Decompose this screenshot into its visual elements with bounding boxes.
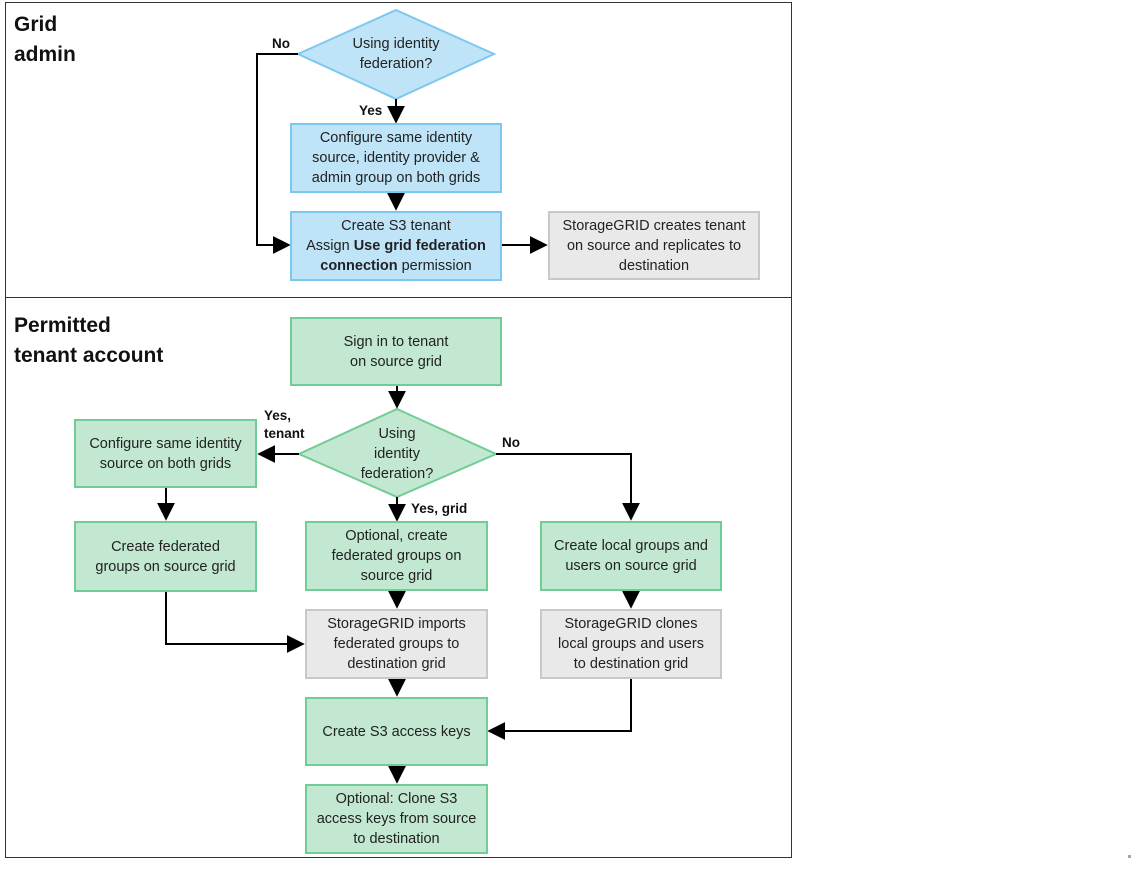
corner-dot [1128, 855, 1131, 858]
arrow-l2-to-m2 [165, 592, 305, 653]
configure-identity-source-box: Configure same identity source on both g… [74, 419, 257, 488]
create-s3-tenant-text: Create S3 tenant Assign Use grid federat… [306, 216, 486, 276]
decision-tenant-text: Using identity federation? [360, 426, 434, 482]
sign-in-tenant-box: Sign in to tenant on source grid [290, 317, 502, 386]
label-yes-grid: Yes, grid [411, 501, 468, 516]
create-tenant-line: Create S3 tenant [341, 218, 451, 234]
optional-federated-groups-text: Optional, create federated groups on sou… [331, 528, 462, 584]
create-s3-access-keys-text: Create S3 access keys [322, 723, 471, 740]
section-title-grid-admin: Grid admin [14, 13, 76, 66]
create-local-groups-box: Create local groups and users on source … [540, 521, 722, 591]
arrow-d2-to-r1 [496, 453, 640, 521]
create-federated-groups-text: Create federated groups on source grid [95, 538, 236, 575]
label-no-mid: No [502, 435, 520, 450]
storagegrid-creates-tenant-box: StorageGRID creates tenant on source and… [548, 211, 760, 280]
clone-s3-access-keys-box: Optional: Clone S3 access keys from sour… [305, 784, 488, 854]
storagegrid-imports-box: StorageGRID imports federated groups to … [305, 609, 488, 679]
decision-admin-text: Using identity federation? [352, 36, 440, 72]
configure-identity-source-text: Configure same identity source on both g… [89, 435, 242, 472]
permission-text: permission [397, 258, 472, 274]
configure-identity-box: Configure same identity source, identity… [290, 123, 502, 193]
storagegrid-clones-text: StorageGRID clones local groups and user… [558, 616, 704, 672]
arrow-r2-to-k1 [487, 679, 632, 740]
label-no-top: No [272, 36, 290, 51]
sign-in-tenant-text: Sign in to tenant on source grid [343, 333, 449, 370]
assign-text: Assign [306, 238, 354, 254]
create-s3-tenant-box: Create S3 tenant Assign Use grid federat… [290, 211, 502, 281]
permission-bold-2: connection [320, 258, 398, 274]
create-s3-access-keys-box: Create S3 access keys [305, 697, 488, 766]
storagegrid-creates-tenant-text: StorageGRID creates tenant on source and… [562, 217, 746, 274]
create-federated-groups-box: Create federated groups on source grid [74, 521, 257, 592]
clone-s3-access-keys-text: Optional: Clone S3 access keys from sour… [316, 791, 477, 847]
optional-federated-groups-box: Optional, create federated groups on sou… [305, 521, 488, 591]
section-title-tenant: Permitted tenant account [14, 314, 164, 367]
section-divider [5, 297, 792, 298]
diagram-frame [5, 2, 792, 858]
arrow-no-bypass [256, 53, 298, 254]
configure-identity-text: Configure same identity source, identity… [311, 130, 481, 186]
label-yes-top: Yes [359, 103, 383, 118]
storagegrid-imports-text: StorageGRID imports federated groups to … [327, 616, 466, 672]
create-local-groups-text: Create local groups and users on source … [554, 538, 708, 574]
storagegrid-clones-box: StorageGRID clones local groups and user… [540, 609, 722, 679]
label-yes-tenant: Yes, tenant [264, 408, 305, 441]
permission-bold-1: Use grid federation [353, 238, 486, 254]
